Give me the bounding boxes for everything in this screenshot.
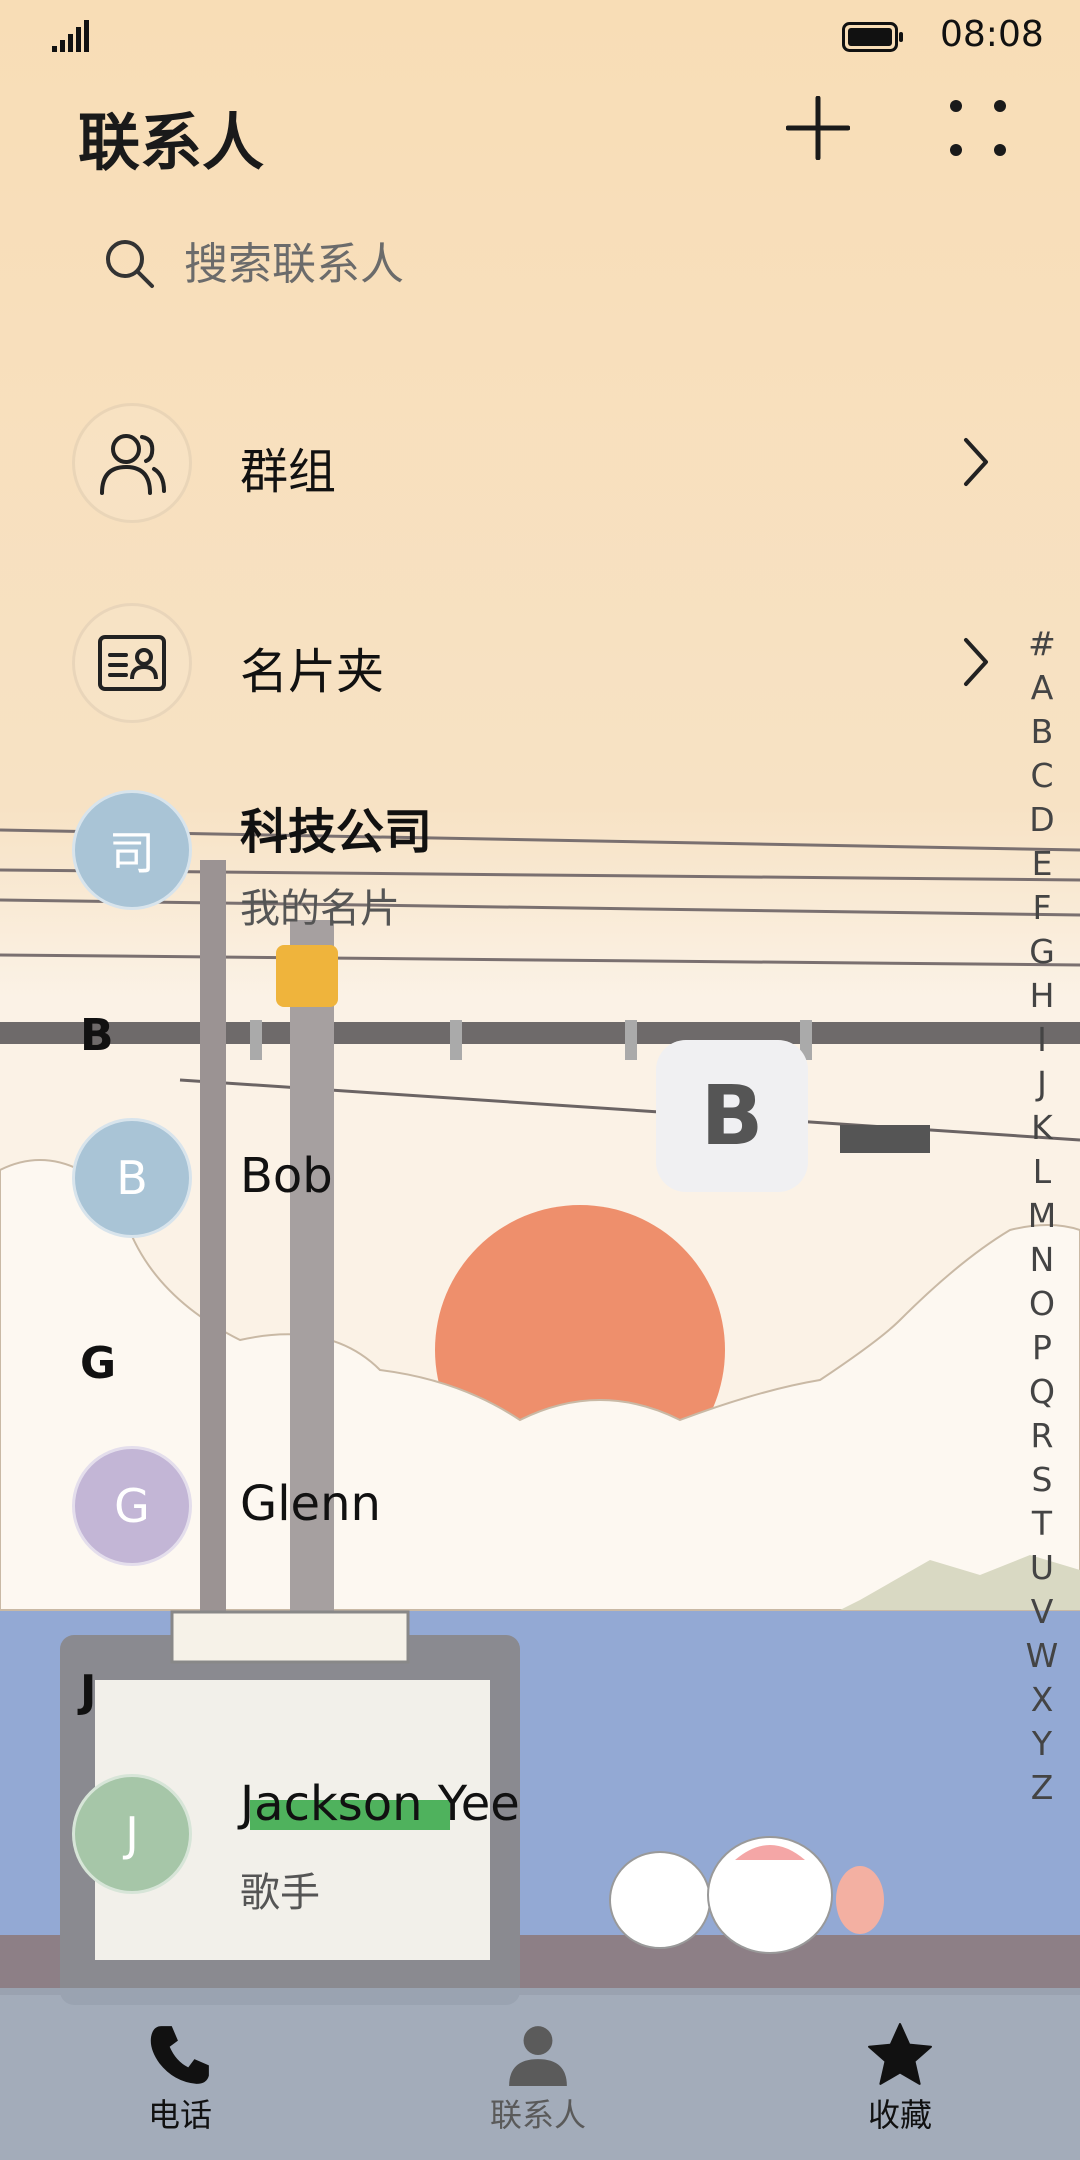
my-card-subtitle: 我的名片 [240, 886, 400, 932]
index-letter-popup: B [656, 1040, 808, 1192]
index-letter[interactable]: V [1030, 1592, 1054, 1631]
index-letter[interactable]: W [1025, 1636, 1059, 1675]
index-letter[interactable]: O [1029, 1284, 1055, 1323]
section-header: J [80, 1666, 97, 1717]
index-letter[interactable]: G [1029, 932, 1055, 971]
index-letter[interactable]: C [1030, 756, 1054, 795]
index-letter[interactable]: K [1031, 1108, 1053, 1147]
index-letter[interactable]: P [1032, 1328, 1052, 1367]
card-holder-label: 名片夹 [240, 644, 385, 700]
avatar: G [72, 1446, 192, 1566]
index-letter[interactable]: Z [1030, 1768, 1054, 1807]
index-letter[interactable]: D [1029, 800, 1055, 839]
plus-icon [786, 96, 850, 160]
contact-name: Bob [240, 1148, 333, 1204]
avatar: J [72, 1774, 192, 1894]
groups-label: 群组 [240, 444, 337, 500]
chevron-right-icon [964, 438, 988, 486]
contact-name: Glenn [240, 1476, 381, 1532]
index-letter[interactable]: N [1029, 1240, 1055, 1279]
index-letter[interactable]: Y [1031, 1724, 1053, 1763]
index-letter[interactable]: B [1030, 712, 1054, 751]
battery-icon [842, 22, 903, 52]
tab-phone[interactable]: 电话 [70, 1988, 290, 2160]
card-holder-row[interactable]: 名片夹 [0, 578, 1020, 748]
more-dots-icon [950, 100, 1006, 156]
contact-row-bob[interactable]: B Bob [0, 1108, 1020, 1278]
my-card-name: 科技公司 [240, 804, 433, 860]
bottom-tab-bar: 电话 联系人 收藏 [0, 1988, 1080, 2160]
tab-label: 收藏 [867, 2096, 932, 2134]
contact-row-jackson[interactable]: J Jackson Yee 歌手 [0, 1764, 1020, 1934]
index-letter[interactable]: M [1027, 1196, 1057, 1235]
section-header: B [80, 1010, 114, 1061]
index-letter[interactable]: I [1037, 1020, 1047, 1059]
tab-contacts[interactable]: 联系人 [428, 1988, 648, 2160]
star-icon [868, 2023, 932, 2085]
business-card-icon [98, 635, 166, 691]
index-letter[interactable]: S [1031, 1460, 1053, 1499]
search-icon [106, 240, 154, 288]
index-letter[interactable]: Q [1029, 1372, 1055, 1411]
chevron-right-icon [964, 638, 988, 686]
tab-label: 联系人 [489, 2096, 586, 2134]
index-letter[interactable]: E [1031, 844, 1053, 883]
add-contact-button[interactable] [780, 90, 856, 166]
contact-row-glenn[interactable]: G Glenn [0, 1436, 1020, 1606]
phone-icon [150, 2026, 209, 2084]
card-holder-avatar [72, 603, 192, 723]
status-bar: 08:08 [0, 0, 1080, 72]
my-card-row[interactable]: 司 科技公司 我的名片 [0, 780, 1020, 950]
page-title: 联系人 [78, 106, 265, 179]
index-letter[interactable]: T [1031, 1504, 1053, 1543]
signal-icon [52, 20, 89, 52]
avatar: 司 [72, 790, 192, 910]
index-letter[interactable]: U [1029, 1548, 1055, 1587]
group-icon [100, 434, 166, 495]
avatar: B [72, 1118, 192, 1238]
index-letter[interactable]: F [1032, 888, 1052, 927]
groups-row[interactable]: 群组 [0, 378, 1020, 548]
index-letter[interactable]: A [1030, 668, 1054, 707]
index-letter[interactable]: L [1032, 1152, 1052, 1191]
alphabet-index[interactable]: # A B C D E F G H I J K L M N O P Q R S … [1020, 622, 1064, 1810]
search-bar[interactable] [72, 208, 996, 320]
status-time: 08:08 [940, 14, 1044, 55]
index-letter[interactable]: R [1030, 1416, 1054, 1455]
contact-subtitle: 歌手 [240, 1870, 320, 1916]
groups-avatar [72, 403, 192, 523]
more-options-button[interactable] [940, 90, 1016, 166]
tab-favorites[interactable]: 收藏 [790, 1988, 1010, 2160]
search-input[interactable] [184, 238, 944, 290]
index-letter[interactable]: J [1037, 1064, 1047, 1103]
contact-name: Jackson Yee [240, 1776, 520, 1832]
section-header: G [80, 1338, 117, 1389]
tab-label: 电话 [147, 2096, 212, 2134]
index-letter[interactable]: X [1030, 1680, 1054, 1719]
index-letter[interactable]: H [1029, 976, 1055, 1015]
person-icon [509, 2026, 567, 2086]
index-letter[interactable]: # [1028, 624, 1056, 663]
